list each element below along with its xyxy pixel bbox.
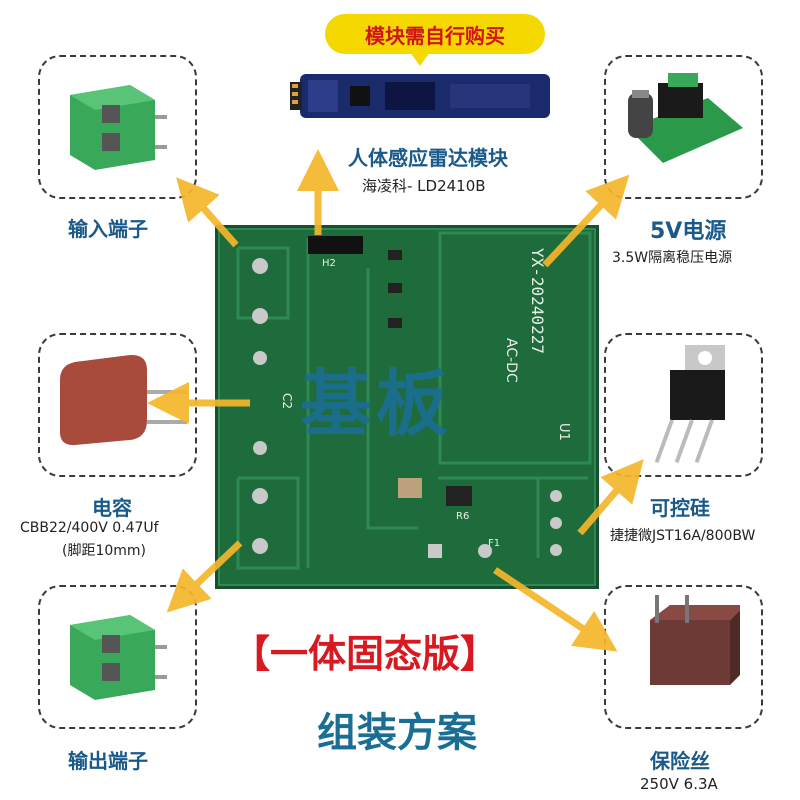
pcb-traces [236,231,592,570]
capacitor-label: 电容 [92,496,132,520]
fuse-spec: 250V 6.3A [640,775,718,793]
silk-r6: R6 [456,511,470,522]
silk-u1: U1 [556,423,571,441]
arrow-to-input [176,177,239,248]
edition-title: 【一体固态版】 [232,632,499,676]
arrow-to-output [166,540,243,613]
arrow-to-scr [577,459,644,536]
arrow-to-fuse [493,567,618,652]
output-terminal-label: 输出端子 [68,749,148,773]
scr-image [654,345,725,463]
board-label: 基板 [300,362,453,446]
radar-title: 人体感应雷达模块 [348,146,508,170]
power-desc: 3.5W隔离稳压电源 [612,250,733,266]
scr-label: 可控硅 [650,496,710,520]
power-label: 5V电源 [650,219,727,244]
capacitor-spec: CBB22/400V 0.47Uf [20,520,159,536]
fuse-image [650,595,740,685]
purchase-note-banner: 模块需自行购买 [325,14,545,54]
input-terminal-image [70,85,167,170]
silk-f1: F1 [488,538,501,549]
scheme-title: 组装方案 [317,710,477,756]
capacitor-pitch: (脚距10mm) [62,543,147,559]
banner-tail [410,52,430,66]
input-terminal-label: 输入端子 [68,217,148,241]
output-terminal-image [70,615,167,700]
scr-model: 捷捷微JST16A/800BW [610,528,756,544]
radar-model: 海凌科- LD2410B [362,177,486,195]
silk-acdc: AC-DC [503,338,519,383]
silk-model: YX-20240227 [528,248,547,354]
pcb-board: YX-20240227 AC-DC U1 C2 H2 R6 F1 [215,225,599,589]
arrow-to-power [542,174,630,268]
power-module-image [628,73,743,163]
silk-h2: H2 [322,258,336,269]
silk-c2: C2 [280,393,294,410]
radar-module-image [290,74,550,118]
fuse-label: 保险丝 [650,749,710,773]
